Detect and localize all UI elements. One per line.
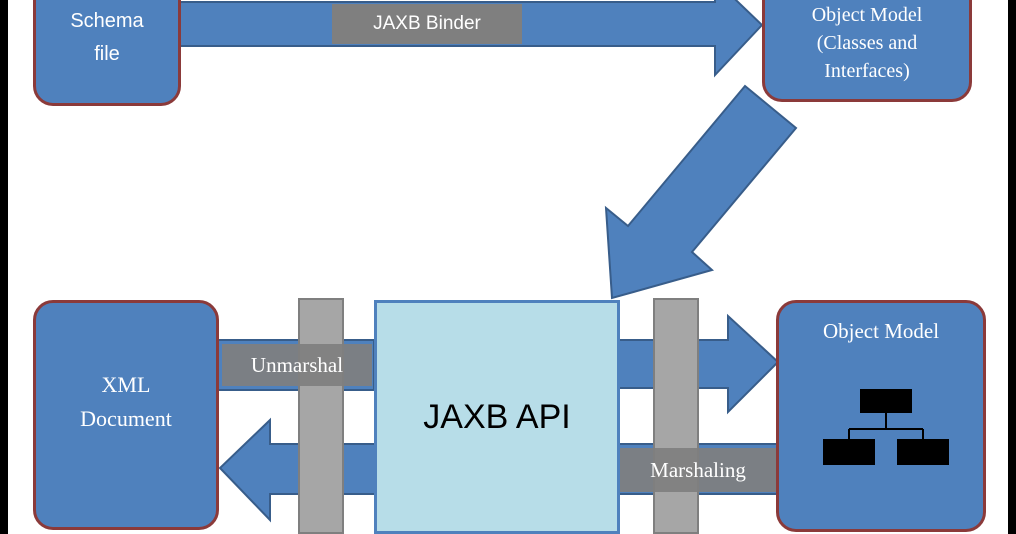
marshaling-label: Marshaling [620, 448, 776, 492]
diagonal-arrow [604, 84, 798, 300]
object-model-top-box: Object Model (Classes and Interfaces) [762, 0, 972, 102]
left-vertical-bar [298, 298, 344, 534]
schema-line2: file [94, 43, 120, 65]
unmarshal-text: Unmarshal [250, 352, 344, 377]
frame-right-border [1008, 0, 1016, 534]
schema-file-box: Schema file [33, 0, 181, 106]
hierarchy-icon [823, 389, 949, 465]
object-model-bottom-title: Object Model [822, 319, 940, 343]
right-vertical-bar [653, 298, 699, 534]
marshaling-text: Marshaling [650, 457, 746, 482]
object-model-bottom-box: Object Model [776, 300, 986, 532]
object-model-top-line2: (Classes and [816, 32, 918, 54]
object-model-top-line3: Interfaces) [824, 60, 910, 82]
xml-document-box: XML Document [33, 300, 219, 530]
unmarshal-label: Unmarshal [222, 344, 372, 386]
jaxb-api-label: JAXB API [423, 397, 571, 436]
xml-doc-line1: XML [101, 372, 151, 397]
jaxb-binder-label: JAXB Binder [332, 4, 522, 44]
object-model-top-line1: Object Model [811, 4, 923, 26]
jaxb-binder-text: JAXB Binder [373, 13, 481, 34]
xml-doc-line2: Document [80, 406, 172, 431]
frame-left-border [0, 0, 8, 534]
schema-line1: Schema [70, 10, 144, 32]
jaxb-api-box: JAXB API [374, 300, 620, 534]
